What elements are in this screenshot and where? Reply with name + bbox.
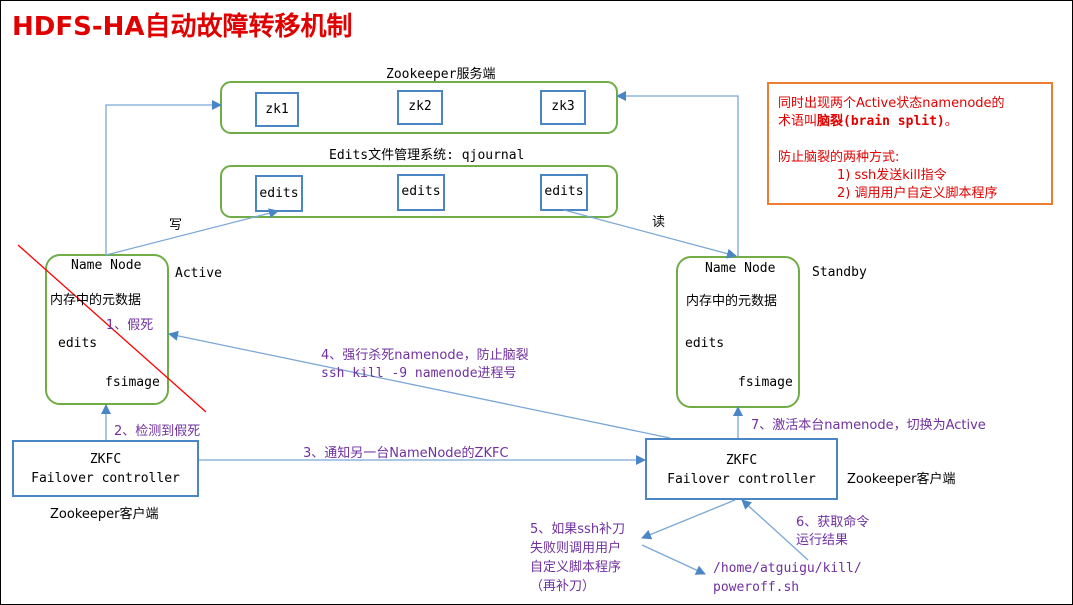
zk3-box	[540, 90, 586, 125]
active-metadata-label: 内存中的元数据	[50, 293, 142, 308]
page-title: HDFS-HA自动故障转移机制	[12, 12, 353, 42]
active-edits-label: edits	[58, 336, 98, 351]
standby-namenode-title: Name Node	[705, 261, 776, 276]
script-path-line2: poweroff.sh	[713, 580, 800, 595]
arrow-step5	[641, 499, 736, 540]
right-zkfc-title: ZKFC	[725, 453, 758, 468]
brain-split-note: 同时出现两个Active状态namenode的 术语叫脑裂(brain spli…	[767, 82, 1053, 205]
arrow-write	[105, 208, 279, 256]
standby-state-label: Standby	[812, 265, 867, 280]
qjournal-group	[220, 165, 618, 218]
step6-label-line1: 6、获取命令	[796, 515, 870, 530]
step1-fake-dead-label: 1、假死	[106, 318, 154, 333]
note-line2-suffix: 。	[944, 114, 958, 129]
step4-label-line1: 4、强行杀死namenode，防止脑裂	[321, 348, 529, 363]
edits-box-3	[540, 174, 588, 211]
standby-metadata-label: 内存中的元数据	[686, 294, 778, 309]
step5-label-line2: 失败则调用用户	[530, 541, 622, 556]
note-line2-prefix: 术语叫	[778, 114, 818, 129]
arrow-to-script	[641, 544, 706, 575]
edits-box-1	[255, 175, 303, 212]
zk1-label: zk1	[265, 102, 289, 117]
step5-label-line4: （再补刀）	[530, 579, 596, 594]
note-line2: 术语叫脑裂(brain split)。	[778, 110, 958, 129]
standby-edits-label: edits	[685, 336, 725, 351]
zk1-box	[255, 92, 299, 127]
step7-label: 7、激活本台namenode，切换为Active	[751, 418, 986, 433]
edits-box-2	[397, 174, 445, 211]
right-zkfc-box: ZKFC Failover controller	[645, 438, 838, 500]
left-zkfc-box: ZKFC Failover controller	[12, 440, 199, 497]
active-namenode-title: Name Node	[71, 258, 142, 273]
arrow-read	[563, 209, 737, 259]
step3-label: 3、通知另一台NameNode的ZKFC	[303, 446, 509, 461]
arrow-active-to-zk	[105, 100, 222, 255]
zk3-label: zk3	[551, 99, 575, 114]
step2-label: 2、检测到假死	[114, 424, 201, 439]
edits-2-label: edits	[401, 184, 441, 199]
left-zookeeper-client-label: Zookeeper客户端	[50, 507, 159, 522]
standby-fsimage-label: fsimage	[738, 375, 793, 390]
note-line5: 2) 调用用户自定义脚本程序	[837, 186, 998, 201]
zk2-box	[397, 90, 443, 125]
note-line1: 同时出现两个Active状态namenode的	[778, 96, 1005, 111]
step5-label-line3: 自定义脚本程序	[530, 560, 622, 575]
step5-label-line1: 5、如果ssh补刀	[530, 522, 626, 537]
note-line4: 1) ssh发送kill指令	[837, 168, 947, 183]
arrow-step4	[168, 330, 671, 439]
active-fsimage-label: fsimage	[105, 375, 160, 390]
left-zkfc-subtitle: Failover controller	[31, 471, 180, 486]
right-zkfc-subtitle: Failover controller	[667, 472, 816, 487]
arrow-step6	[741, 499, 809, 561]
write-label: 写	[169, 218, 183, 233]
zookeeper-server-label: Zookeeper服务端	[386, 67, 496, 82]
read-label: 读	[652, 215, 666, 230]
qjournal-label: Edits文件管理系统: qjournal	[329, 148, 525, 163]
script-path-line1: /home/atguigu/kill/	[713, 561, 862, 576]
zk2-label: zk2	[408, 99, 432, 114]
fake-dead-cross-line	[17, 244, 207, 413]
left-zkfc-title: ZKFC	[89, 452, 122, 467]
edits-3-label: edits	[544, 184, 584, 199]
arrow-standby-to-zk	[616, 91, 739, 257]
step6-label-line2: 运行结果	[796, 533, 849, 548]
active-state-label: Active	[175, 266, 222, 281]
note-brain-split-term: 脑裂(brain split)	[817, 114, 945, 129]
step4-label-line2: ssh kill -9 namenode进程号	[321, 366, 517, 381]
edits-1-label: edits	[259, 186, 299, 201]
note-line3: 防止脑裂的两种方式:	[778, 150, 900, 165]
right-zookeeper-client-label: Zookeeper客户端	[847, 472, 956, 487]
